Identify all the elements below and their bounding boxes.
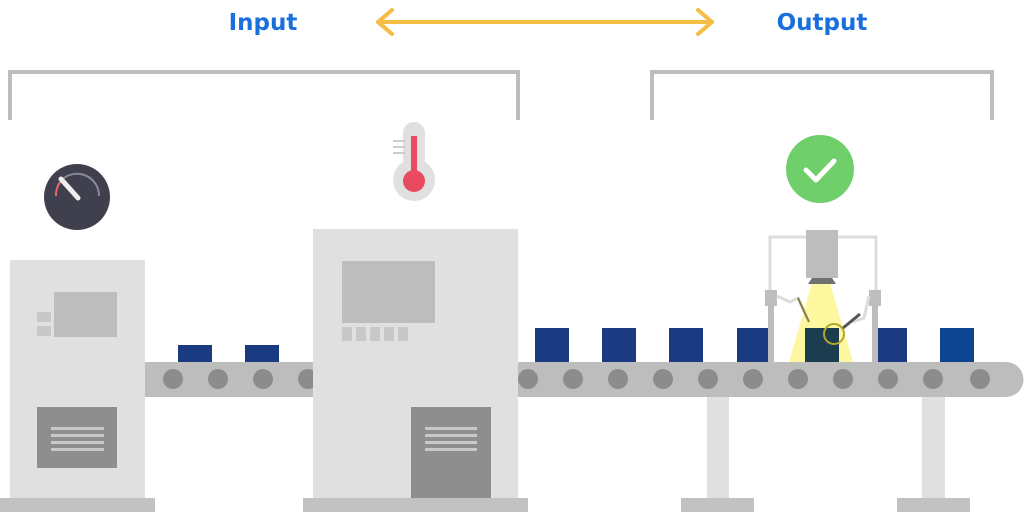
products <box>178 328 974 362</box>
output-conveyor <box>518 362 1024 512</box>
double-arrow-icon <box>376 8 714 36</box>
inspection-station <box>765 230 881 362</box>
thermometer-icon <box>393 122 435 201</box>
input-label: Input <box>229 10 298 36</box>
speedometer-icon <box>44 164 110 230</box>
input-conveyor <box>145 362 318 397</box>
input-machine-2 <box>303 229 528 512</box>
input-bracket <box>8 70 520 120</box>
output-bracket <box>650 70 994 120</box>
input-machine-1 <box>0 260 155 512</box>
output-label: Output <box>777 10 868 36</box>
check-circle-icon <box>786 135 854 203</box>
